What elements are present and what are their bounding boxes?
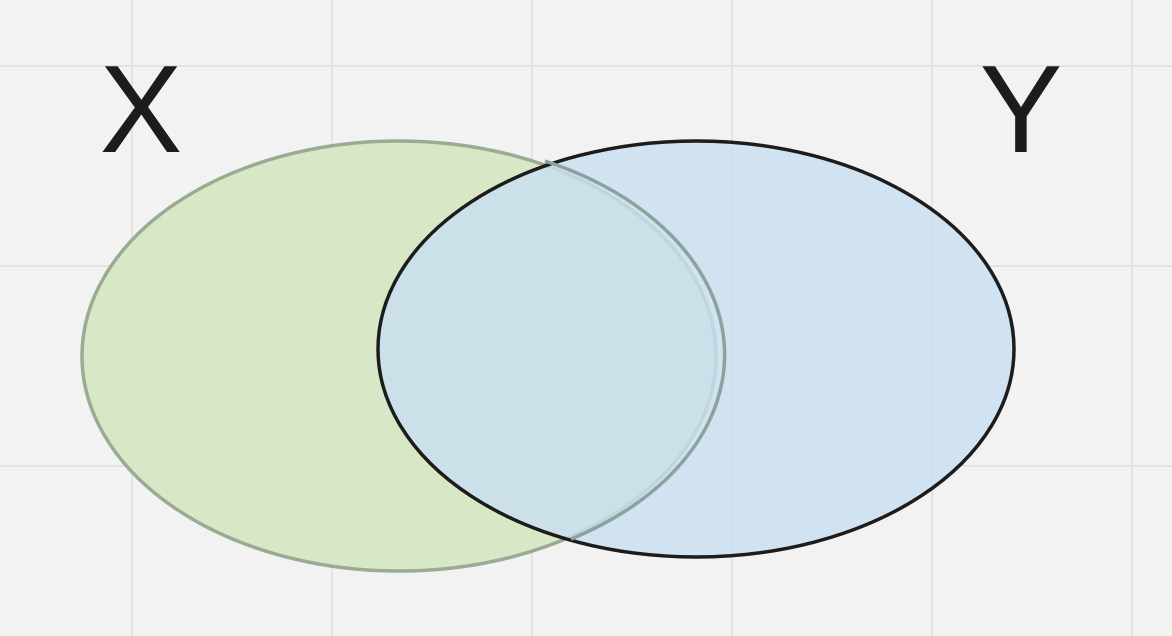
set-y-label: Y [980, 41, 1063, 179]
set-y-ellipse [376, 139, 1016, 559]
set-x-overlap-outline [544, 159, 727, 541]
set-x-label: X [100, 41, 183, 179]
